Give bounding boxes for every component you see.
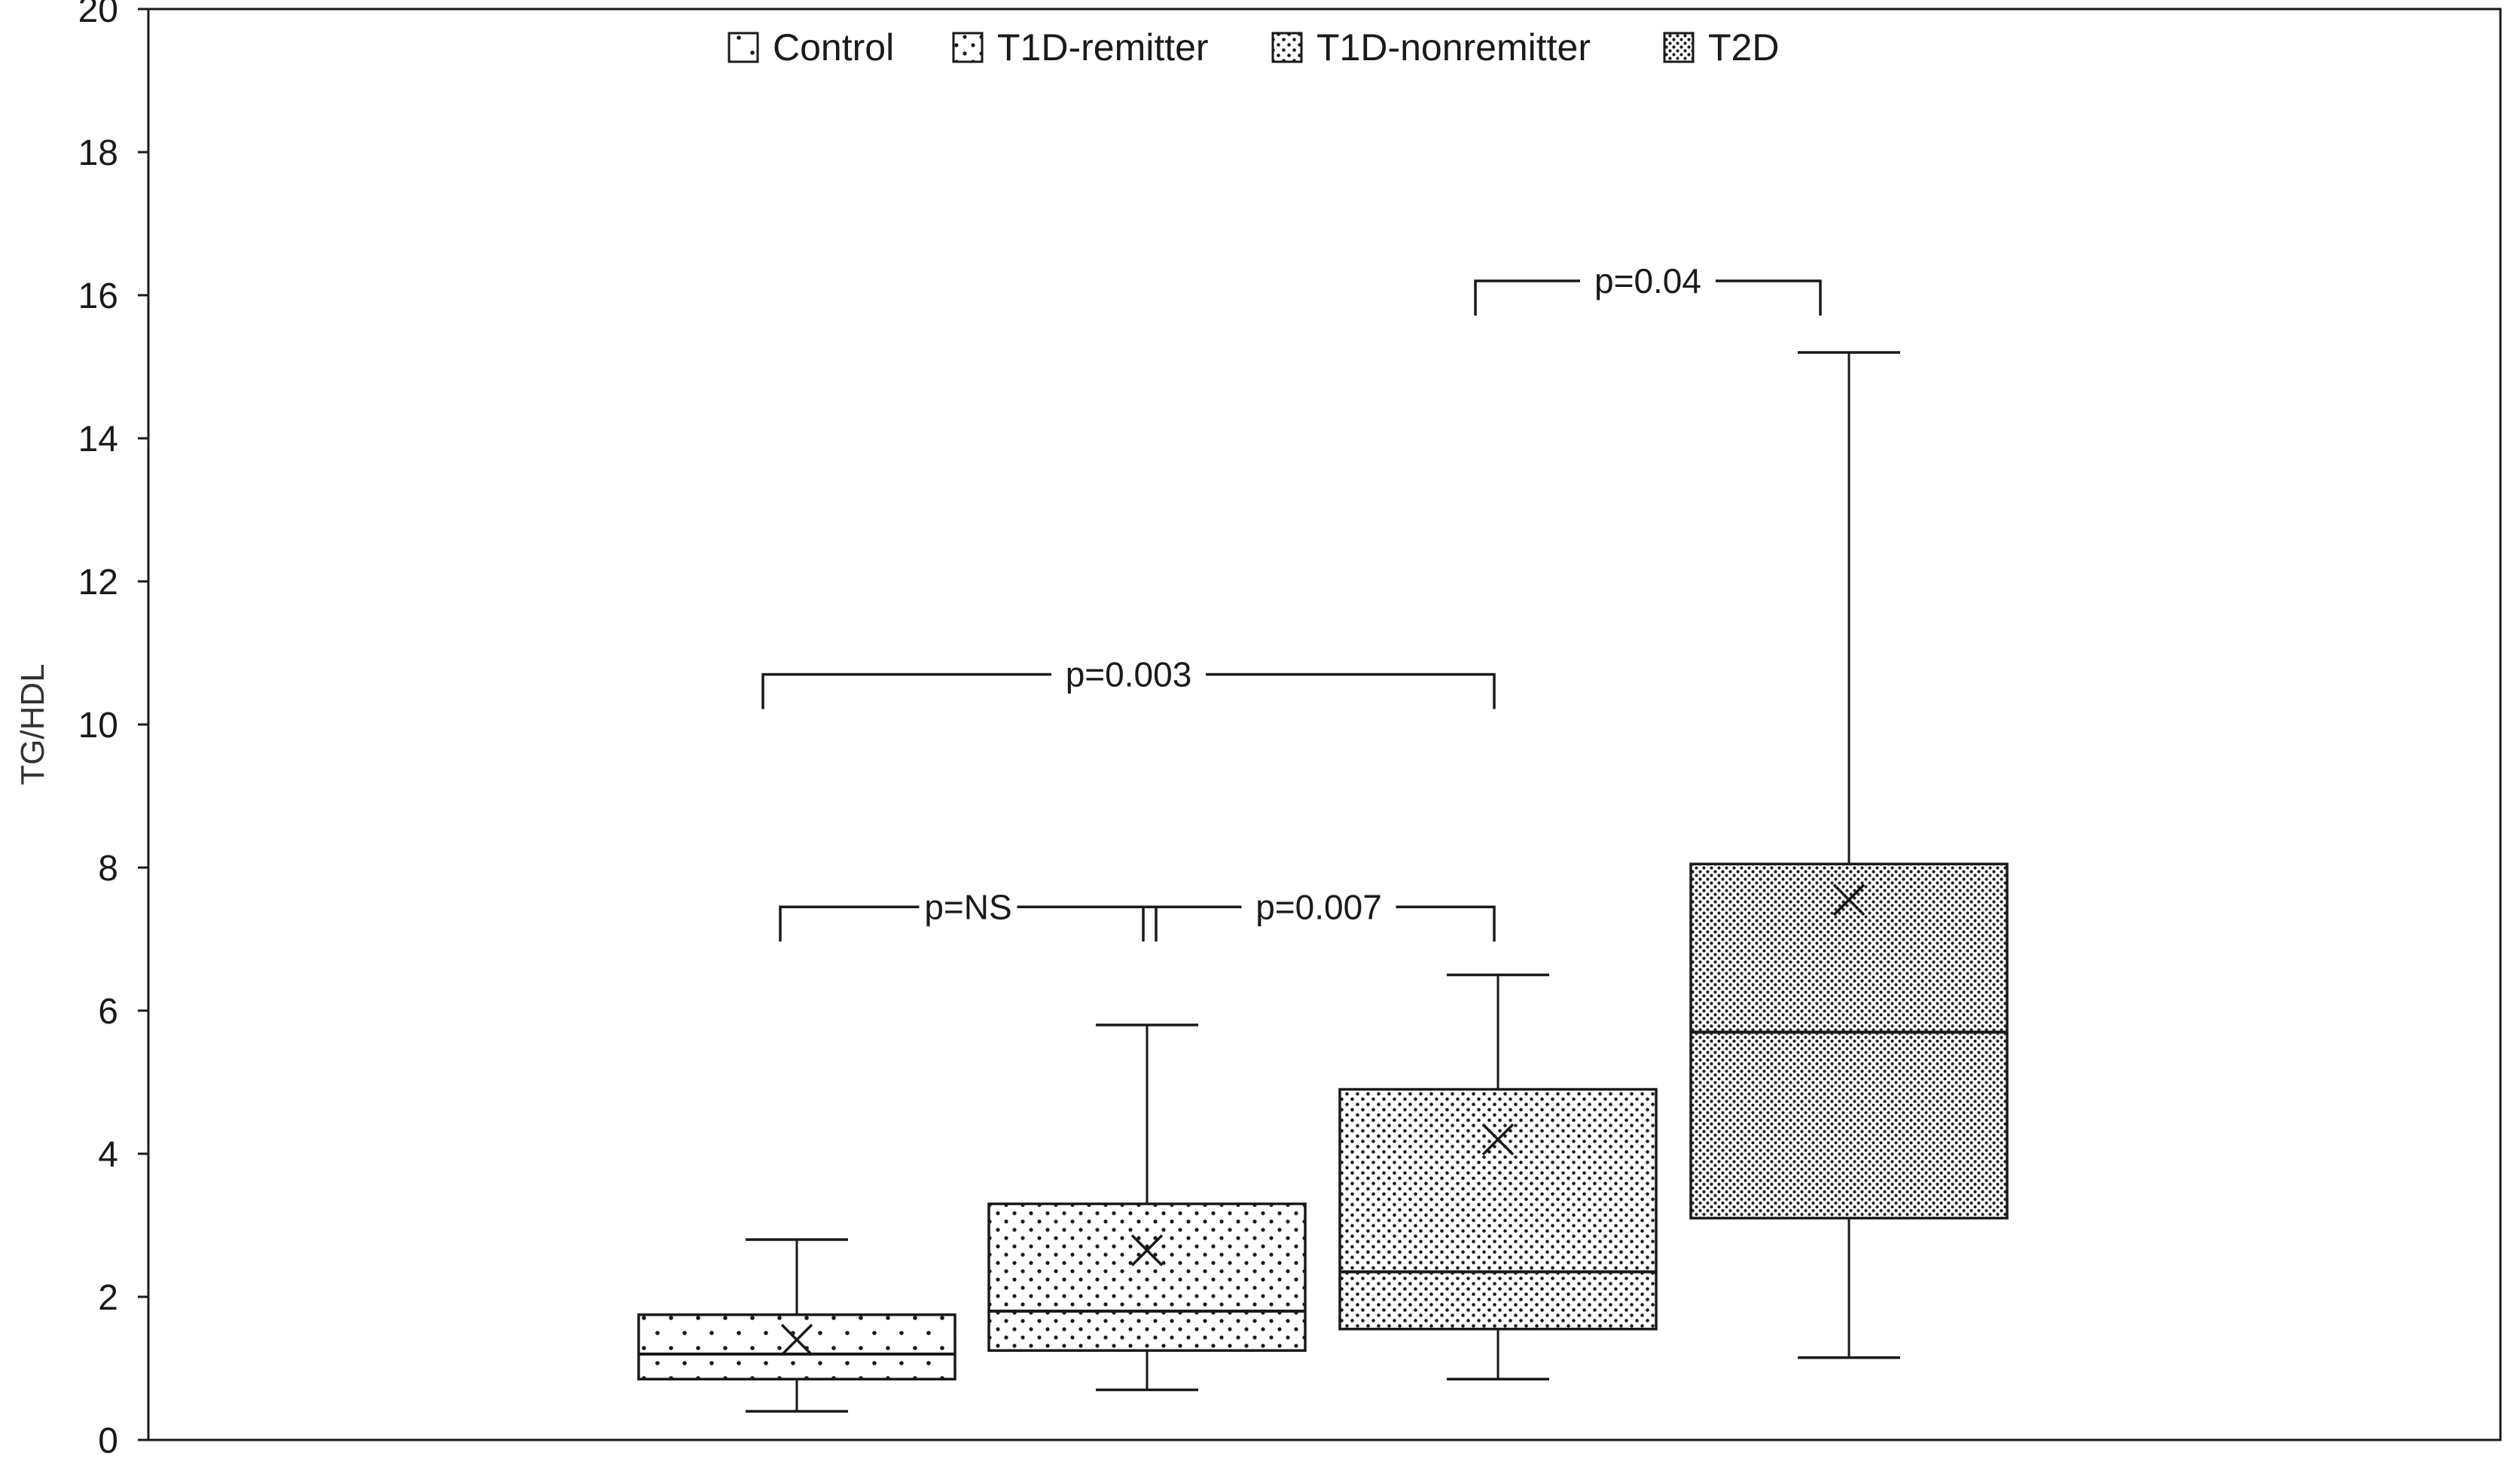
legend-label: Control bbox=[773, 26, 894, 69]
bracket: p=0.007 bbox=[1142, 887, 1496, 942]
legend-item: T1D-nonremitter bbox=[1271, 26, 1591, 69]
plot-frame bbox=[147, 8, 2502, 1441]
y-tick-label: 0 bbox=[98, 1421, 118, 1454]
legend-swatch bbox=[728, 32, 759, 63]
y-tick-label: 4 bbox=[98, 1135, 118, 1175]
bracket: p=0.003 bbox=[761, 655, 1496, 709]
bracket-left bbox=[1142, 905, 1242, 942]
iqr-box bbox=[1338, 1087, 1658, 1331]
bracket-right bbox=[1396, 905, 1496, 942]
p-value-label: p=0.007 bbox=[1255, 887, 1382, 926]
y-tick-label: 8 bbox=[98, 849, 118, 889]
y-tick-label: 16 bbox=[78, 276, 118, 316]
legend-item: Control bbox=[728, 26, 894, 69]
mean-marker bbox=[1130, 1234, 1164, 1267]
legend-label: T2D bbox=[1708, 26, 1779, 69]
boxes bbox=[637, 351, 2009, 1413]
legend: Control T1D-remitter T1D-nonremitter T2D bbox=[728, 26, 1779, 69]
p-value-label: p=0.003 bbox=[1066, 655, 1192, 694]
mean-marker bbox=[1832, 883, 1866, 916]
plot-border bbox=[147, 8, 2502, 1441]
y-tick-label: 6 bbox=[98, 992, 118, 1032]
y-axis-title: TG/HDL bbox=[14, 663, 51, 785]
y-tick-label: 10 bbox=[78, 706, 118, 746]
legend-swatch bbox=[1663, 32, 1695, 63]
mean-marker bbox=[780, 1323, 813, 1356]
bracket: p=NS bbox=[779, 887, 1158, 942]
box-control bbox=[637, 1238, 956, 1413]
p-value-label: p=NS bbox=[924, 887, 1011, 926]
box-t1d-nonremitter bbox=[1338, 973, 1658, 1380]
legend-label: T1D-remitter bbox=[997, 26, 1209, 69]
bracket-right bbox=[1716, 279, 1822, 316]
y-axis: 0 2 4 6 8 10 12 14 16 18 20 bbox=[78, 0, 148, 1458]
bracket-right bbox=[1206, 673, 1496, 709]
bracket-right bbox=[1017, 905, 1158, 942]
y-tick-label: 18 bbox=[78, 133, 118, 173]
box-t2d bbox=[1689, 351, 2009, 1359]
box-t1d-remitter bbox=[987, 1023, 1307, 1392]
bracket-left bbox=[1474, 279, 1580, 316]
p-value-label: p=0.04 bbox=[1594, 261, 1701, 300]
iqr-box bbox=[637, 1313, 956, 1380]
mean-marker bbox=[1481, 1123, 1515, 1156]
bracket-left bbox=[779, 905, 920, 942]
legend-item: T2D bbox=[1663, 26, 1779, 69]
iqr-box bbox=[1689, 862, 2009, 1220]
legend-label: T1D-nonremitter bbox=[1316, 26, 1591, 69]
y-tick-label: 14 bbox=[78, 419, 118, 459]
y-tick-label: 2 bbox=[98, 1278, 118, 1318]
iqr-box bbox=[987, 1202, 1307, 1352]
legend-swatch bbox=[952, 32, 984, 63]
bracket-left bbox=[761, 673, 1051, 709]
legend-item: T1D-remitter bbox=[952, 26, 1209, 69]
bracket: p=0.04 bbox=[1474, 261, 1822, 316]
significance-annotations: p=NS p=0.007 p=0.003 p=0.04 bbox=[761, 261, 1822, 942]
y-tick-label: 12 bbox=[78, 563, 118, 602]
y-tick-label: 20 bbox=[78, 0, 118, 30]
legend-swatch bbox=[1271, 32, 1303, 63]
